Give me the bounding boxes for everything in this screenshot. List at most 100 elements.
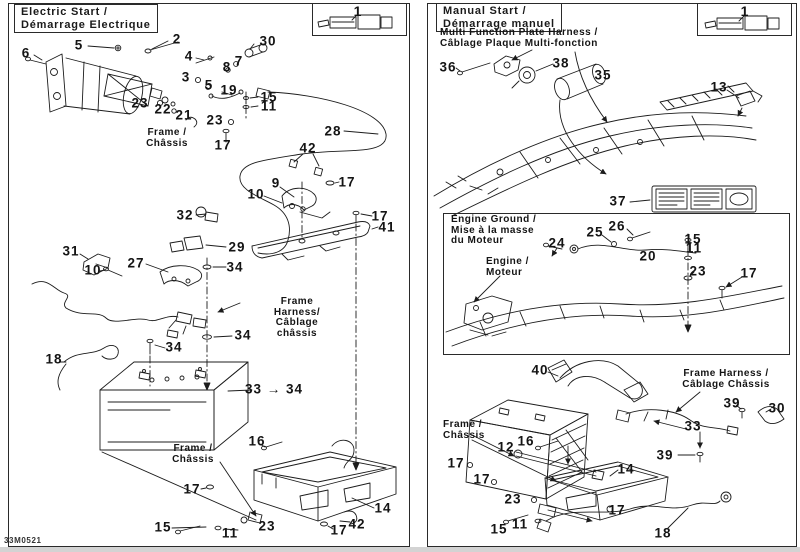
- panel-manual-start: [427, 3, 797, 547]
- chassis-frame-drawing: [433, 51, 757, 217]
- label-frame-chassis-lower-left: Frame / Châssis: [172, 443, 214, 465]
- part-callout: 17: [473, 471, 491, 487]
- scan-edge-strip: [0, 547, 800, 552]
- engine-ground-drawing: [445, 228, 785, 347]
- muffler-bracket-40-drawing: [547, 359, 649, 403]
- part-callout: 26: [608, 218, 626, 234]
- label-engine-moteur: Engine / Moteur: [486, 256, 529, 278]
- part-callout: 12: [497, 439, 515, 455]
- part-callout: 10: [247, 186, 265, 202]
- part-callout: 36: [439, 59, 457, 75]
- part-callout: 11: [511, 516, 529, 532]
- engine-ground-box: [443, 213, 790, 355]
- starter-motor-drawing: [25, 53, 176, 115]
- part-callout: 21: [175, 107, 193, 123]
- battery-drawing: [57, 345, 257, 521]
- part-callout: 39: [656, 447, 674, 463]
- part-callout: 23: [258, 518, 276, 534]
- part-callout: 17: [608, 502, 626, 518]
- title-electric-start: Electric Start / Démarrage Electrique: [14, 4, 158, 34]
- part-callout: 17: [447, 455, 465, 471]
- part-callout: 33 → 34: [244, 381, 304, 397]
- part-callout: 23: [206, 112, 224, 128]
- part-callout: 25: [586, 224, 604, 240]
- label-frame-chassis-right: Frame / Châssis: [443, 419, 485, 441]
- ref-callout-right: 1: [740, 3, 750, 19]
- part-callout: 18: [45, 351, 63, 367]
- part-callout: 23: [504, 491, 522, 507]
- part-callout: 14: [374, 500, 392, 516]
- document-code: 33M0521: [4, 536, 42, 545]
- part-callout: 22: [154, 101, 172, 117]
- part-callout: 9: [271, 175, 281, 191]
- part-callout: 40: [531, 362, 549, 378]
- label-engine-ground: Engine Ground / Mise à la masse du Moteu…: [451, 214, 537, 246]
- starter-cable-drawing: [239, 87, 387, 255]
- part-callout: 30: [259, 33, 277, 49]
- part-callout: 39: [723, 395, 741, 411]
- label-frame-chassis-upper-left: Frame / Châssis: [146, 127, 188, 149]
- part-callout: 28: [324, 123, 342, 139]
- part-callout: 16: [517, 433, 535, 449]
- part-callout: 42: [348, 516, 366, 532]
- part-callout: 7: [234, 53, 244, 69]
- part-callout: 15: [154, 519, 172, 535]
- plate-41-drawing: [169, 206, 379, 471]
- part-callout: 33: [684, 418, 702, 434]
- part-callout: 17: [740, 265, 758, 281]
- ref-box-left: [312, 3, 407, 36]
- part-callout: 32: [176, 207, 194, 223]
- part-callout: 34: [226, 259, 244, 275]
- part-callout: 5: [204, 77, 214, 93]
- ref-part-right-drawing: [704, 14, 780, 31]
- part-callout: 8: [222, 59, 232, 75]
- ref-callout-left: 1: [353, 3, 363, 19]
- part-callout: 31: [62, 243, 80, 259]
- part-callout: 2: [172, 31, 182, 47]
- part-callout: 11: [260, 98, 278, 114]
- part-callout: 11: [221, 525, 239, 541]
- ref-box-right: [697, 3, 792, 36]
- label-frame-harness-left: Frame Harness/ Câblage châssis: [273, 296, 321, 339]
- part-callout: 17: [338, 174, 356, 190]
- battery-rack-drawing: [171, 439, 397, 535]
- part-callout: 37: [609, 193, 627, 209]
- part-callout: 5: [74, 37, 84, 53]
- part-callout: 35: [594, 67, 612, 83]
- title-manual-start: Manual Start / Démarrage manuel: [436, 3, 562, 33]
- part-callout: 19: [220, 82, 238, 98]
- part-callout: 15: [260, 89, 278, 105]
- frame-harness-drawing: [31, 253, 241, 391]
- warning-label-plate-drawing: [629, 185, 757, 213]
- part-callout: 10: [84, 262, 102, 278]
- part-callout: 13: [710, 79, 728, 95]
- ref-part-left-drawing: [317, 13, 393, 30]
- panel-electric-start: [8, 3, 410, 547]
- part-callout: 34: [165, 339, 183, 355]
- part-callout: 14: [617, 461, 635, 477]
- part-callout: 23: [131, 95, 149, 111]
- part-callout: 3: [181, 69, 191, 85]
- part-callout: 15: [490, 521, 508, 537]
- part-callout: 11: [685, 240, 703, 256]
- label-frame-harness-right: Frame Harness / Câblage Châssis: [682, 368, 770, 390]
- multi-function-harness-drawing: [455, 49, 763, 175]
- frame-bracket-drawing: [263, 153, 340, 241]
- part-callout: 34: [234, 327, 252, 343]
- part-callout: 38: [552, 55, 570, 71]
- part-callout: 17: [214, 137, 232, 153]
- part-callout: 18: [654, 525, 672, 541]
- part-callout: 24: [548, 235, 566, 251]
- battery-right-drawing: [465, 399, 605, 500]
- part-callout: 30: [768, 400, 786, 416]
- part-callout: 41: [378, 219, 396, 235]
- part-callout: 29: [228, 239, 246, 255]
- part-callout: 16: [248, 433, 266, 449]
- starter-hardware-drawing: [33, 40, 268, 143]
- part-callout: 15: [684, 231, 702, 247]
- part-callout: 27: [127, 255, 145, 271]
- part-callout: 17: [330, 522, 348, 538]
- part-callout: 6: [21, 45, 31, 61]
